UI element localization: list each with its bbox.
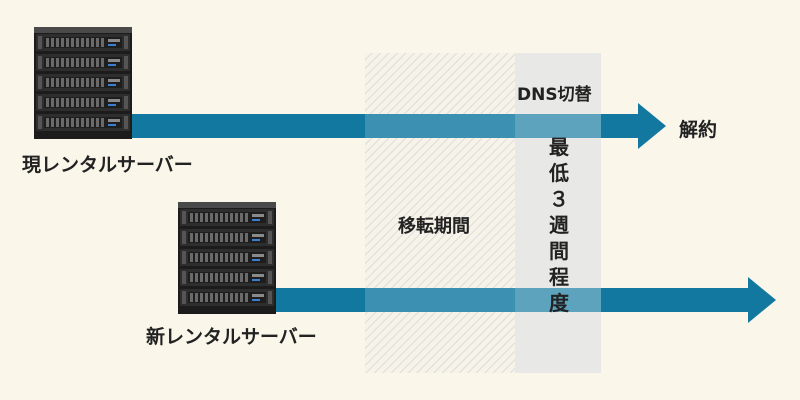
cancel-label: 解約 [679, 119, 718, 141]
current-server-icon [34, 27, 132, 139]
dns-switch-label: DNS切替 [517, 85, 592, 105]
new-server-icon [178, 202, 276, 314]
dns-switch-band [515, 53, 601, 373]
migration-period-band [365, 53, 515, 373]
new-server-arrow [272, 277, 776, 323]
migration-period-label: 移転期間 [398, 216, 470, 237]
current-server-arrow [130, 103, 666, 149]
new-server-label: 新レンタルサーバー [146, 326, 317, 348]
minimum-period-label: 最低３週間程度 [549, 135, 569, 315]
current-server-label: 現レンタルサーバー [22, 154, 193, 176]
